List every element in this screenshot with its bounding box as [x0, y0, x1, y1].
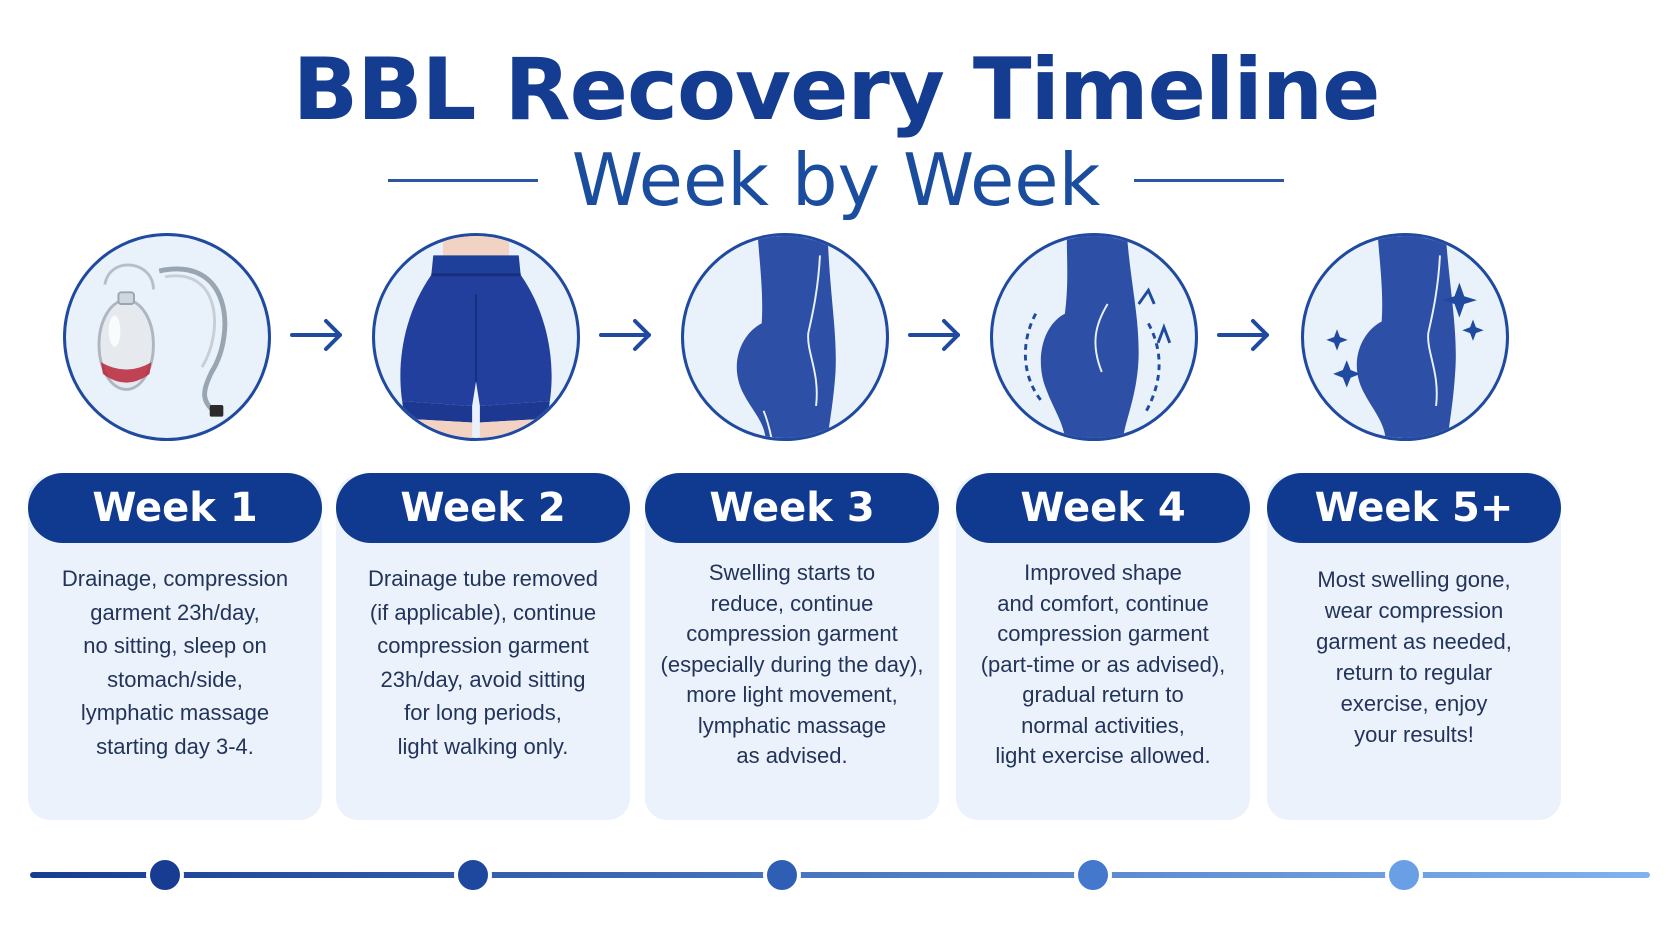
- compression-shorts-icon: [400, 236, 552, 438]
- timeline-node-4: [1074, 856, 1112, 894]
- timeline-node-2: [454, 856, 492, 894]
- subtitle-left-rule: [387, 178, 538, 182]
- timeline-node-3: [763, 856, 801, 894]
- stage-3-description: Swelling starts to reduce, continue comp…: [660, 560, 924, 768]
- stage-5-label: Week 5+: [1267, 473, 1561, 543]
- arrow-right-icon: [1217, 319, 1269, 351]
- arrow-right-icon: [599, 319, 651, 351]
- shaping-silhouette-icon: [1024, 236, 1172, 438]
- sparkle-silhouette-icon: [1326, 236, 1484, 438]
- page-title: BBL Recovery Timeline: [292, 40, 1381, 140]
- stage-2-description: Drainage tube removed (if applicable), c…: [368, 566, 598, 759]
- stage-5-illustration: [1301, 233, 1509, 441]
- stage-3-label: Week 3: [645, 473, 939, 543]
- stage-1-label: Week 1: [28, 473, 322, 543]
- drainage-bulb-icon: [97, 263, 228, 417]
- stage-1-illustration: [63, 233, 271, 441]
- subtitle-right-rule: [1134, 178, 1285, 182]
- subtitle-row: Week by Week: [0, 130, 1672, 230]
- timeline-node-5: [1385, 856, 1423, 894]
- stage-4-description: Improved shape and comfort, continue com…: [980, 560, 1226, 768]
- arrow-right-icon: [290, 319, 342, 351]
- stage-3-illustration: [681, 233, 889, 441]
- progress-timeline: [30, 856, 1650, 894]
- stage-4-illustration: [990, 233, 1198, 441]
- stage-2-label: Week 2: [336, 473, 630, 543]
- stage-2-illustration: [372, 233, 580, 441]
- timeline-node-1: [146, 856, 184, 894]
- body-silhouette-icon: [736, 236, 836, 438]
- timeline-track: [30, 872, 1650, 878]
- stage-5-description: Most swelling gone, wear compression gar…: [1316, 567, 1512, 747]
- stage-1-description: Drainage, compression garment 23h/day, n…: [61, 566, 289, 759]
- page-subtitle: Week by Week: [571, 138, 1101, 222]
- arrow-right-icon: [908, 319, 960, 351]
- stage-4-label: Week 4: [956, 473, 1250, 543]
